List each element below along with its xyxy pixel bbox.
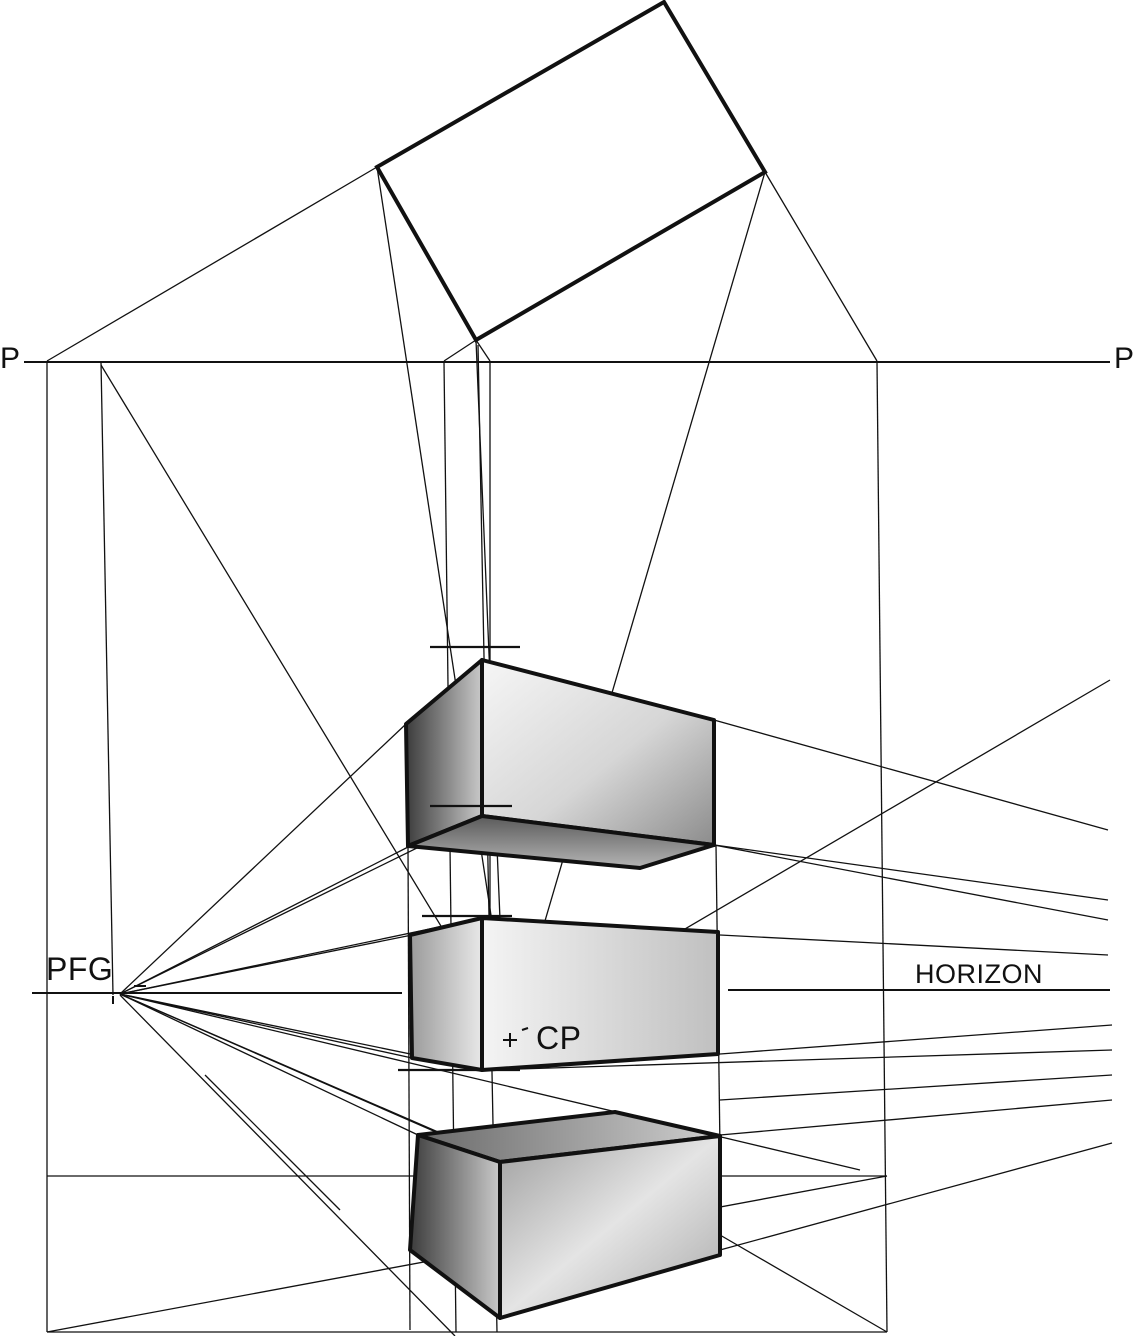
cp-marker [503, 1027, 529, 1047]
plan-projection-lines [46, 166, 878, 1041]
upper-box-left-face [404, 658, 484, 848]
upper-box [404, 658, 716, 870]
horizon-label: HORIZON [915, 959, 1043, 989]
right-converging-lines [487, 719, 1113, 1251]
upper-box-front-face [480, 658, 716, 847]
horizon-line [32, 989, 1110, 994]
middle-box-front-face [480, 916, 720, 1072]
middle-box [408, 916, 720, 1072]
plan-view-rectangle [374, 0, 768, 343]
pfg-marker [112, 985, 146, 1004]
upper-box-bottom-face [406, 814, 716, 870]
center-point-label: CP [536, 1020, 582, 1056]
lower-box-front-face [498, 1134, 722, 1320]
picture-plane-right-label: P [1114, 342, 1135, 375]
measurement-ticks [398, 645, 520, 1072]
lower-box [408, 1110, 722, 1320]
middle-box-left-face [408, 916, 484, 1072]
vanishing-point-label: PFG [46, 951, 114, 987]
picture-plane-left-label: P [0, 342, 21, 375]
